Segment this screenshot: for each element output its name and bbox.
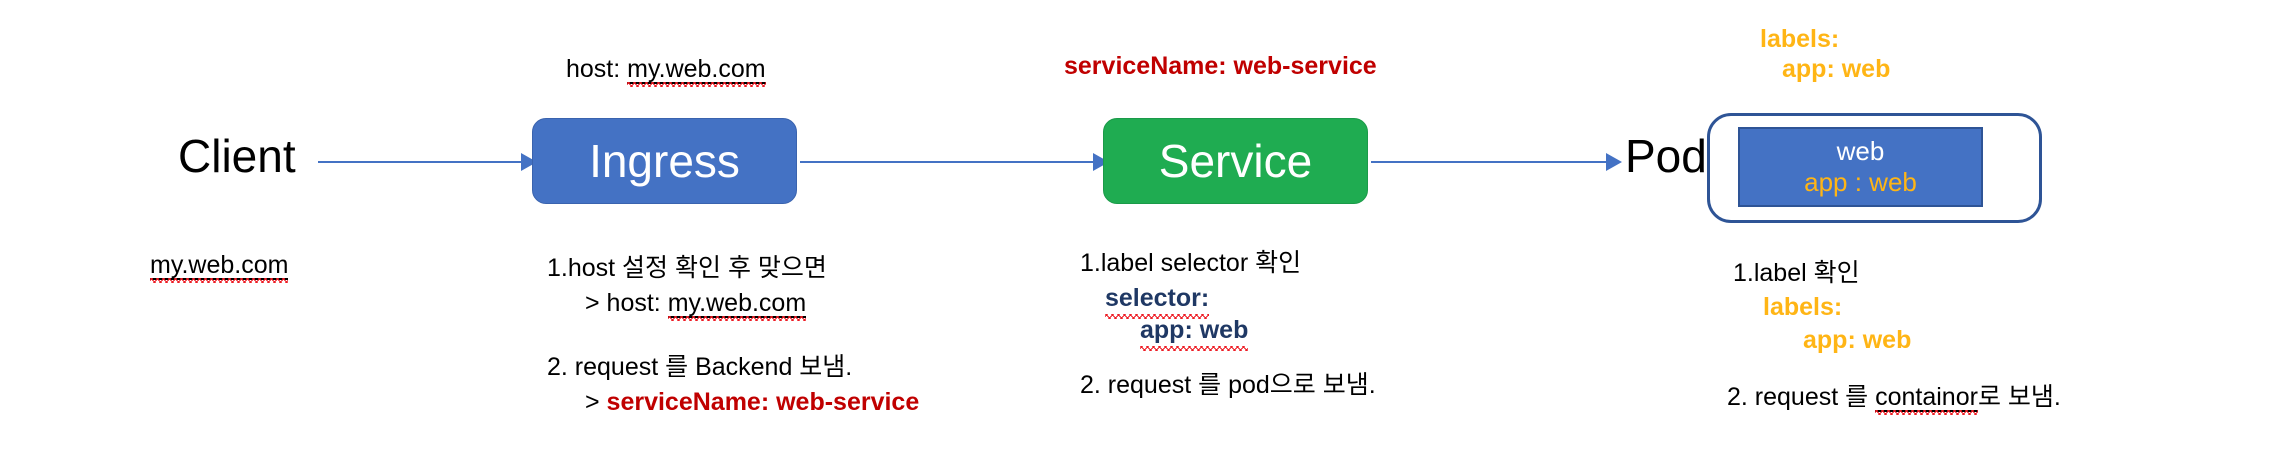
pod-label: Pod	[1625, 130, 1707, 182]
container-label: app : web	[1804, 167, 1917, 197]
client-label: Client	[178, 130, 296, 182]
arrow-service-to-pod-line	[1371, 161, 1609, 163]
pod-note-1: 1.label 확인	[1733, 259, 1860, 287]
ingress-config-label: host: my.web.com	[566, 55, 767, 88]
service-note-1: 1.label selector 확인	[1080, 249, 1302, 277]
ingress-config-value: my.web.com	[627, 55, 767, 88]
pod-config-line-1: labels:	[1760, 25, 1840, 53]
ingress-note-4-prefix: >	[585, 388, 607, 416]
pod-note-2-value: labels:	[1763, 293, 1843, 321]
ingress-box[interactable]: Ingress	[532, 118, 797, 204]
ingress-note-2-prefix: > host:	[585, 289, 668, 317]
ingress-config-key: host:	[566, 55, 628, 83]
arrow-service-to-pod-head	[1606, 153, 1622, 171]
service-note-3-value: app: web	[1140, 316, 1249, 350]
ingress-note-2: > host: my.web.com	[585, 288, 807, 322]
service-box-label: Service	[1158, 135, 1313, 187]
pod-note-4-term: containor	[1875, 383, 1978, 416]
pod-note-4: 2. request 를 containor로 보냄.	[1727, 382, 2061, 416]
ingress-note-4-value: serviceName: web-service	[606, 388, 920, 416]
pod-note-3: app: web	[1803, 325, 1911, 356]
service-box[interactable]: Service	[1103, 118, 1368, 204]
ingress-box-label: Ingress	[589, 135, 740, 187]
service-note-2-value: selector:	[1105, 284, 1210, 318]
pod-note-4-suffix: 로 보냄.	[1977, 383, 2061, 411]
arrow-client-to-ingress-line	[318, 161, 523, 163]
arrow-ingress-to-service-line	[800, 161, 1096, 163]
pod-container-box[interactable]: web app : web	[1738, 127, 1983, 207]
pod-note-4-prefix: 2. request 를	[1727, 383, 1876, 411]
service-config-label: serviceName: web-service	[1064, 52, 1377, 80]
pod-note-3-value: app: web	[1803, 326, 1912, 354]
service-note-4: 2. request 를 pod으로 보냄.	[1080, 371, 1376, 399]
ingress-note-2-value: my.web.com	[667, 289, 807, 322]
pod-config-line-2: app: web	[1782, 55, 1891, 83]
pod-note-2: labels:	[1763, 292, 1842, 323]
client-host-note: my.web.com	[150, 250, 289, 284]
ingress-note-1: 1.host 설정 확인 후 맞으면	[547, 254, 827, 282]
ingress-note-4: > serviceName: web-service	[585, 387, 919, 418]
client-host-value: my.web.com	[150, 251, 289, 284]
container-name: web	[1836, 136, 1885, 167]
ingress-note-3: 2. request 를 Backend 보냄.	[547, 353, 853, 381]
service-note-3: app: web	[1140, 315, 1249, 350]
service-note-2: selector:	[1105, 283, 1210, 318]
